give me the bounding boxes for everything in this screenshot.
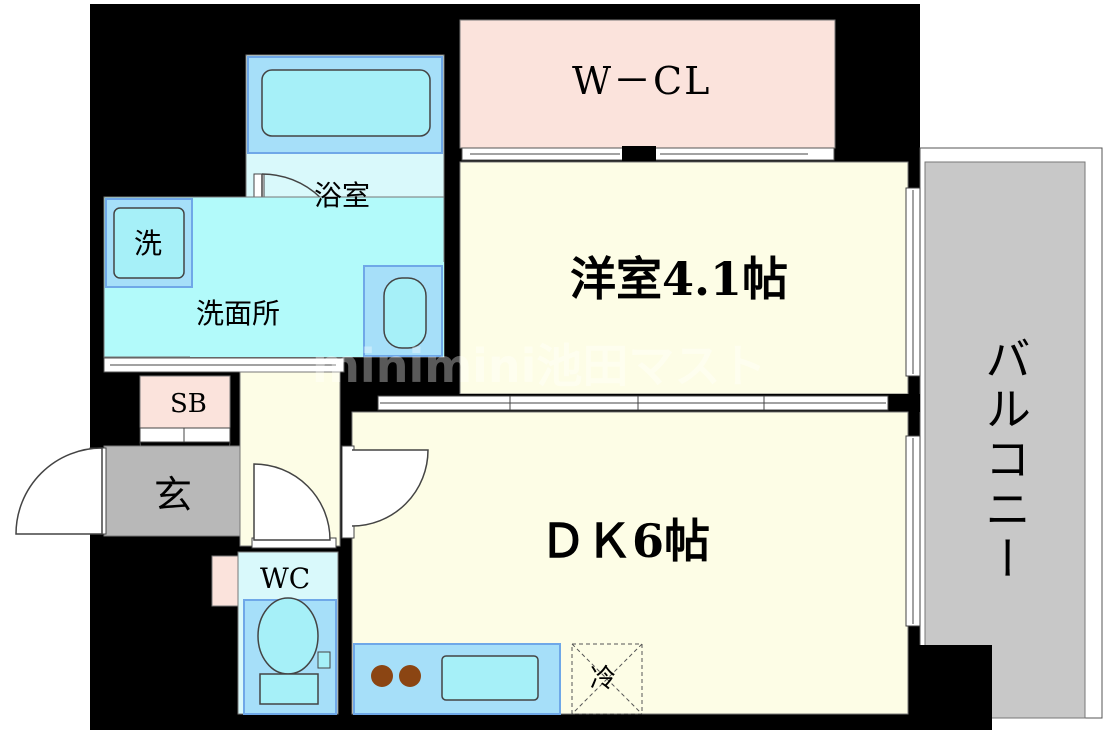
dk-door-swing: [351, 449, 429, 527]
walk-in-closet-label: W－CL: [572, 59, 712, 103]
shoe-box-label: SB: [170, 389, 207, 419]
wc-door-swing: [253, 463, 331, 541]
shoe-box-door: [139, 427, 231, 443]
balcony-area: [924, 161, 1086, 719]
fridge-space: [571, 643, 643, 715]
closet-divider: [622, 146, 656, 162]
fridge-label: 冷: [590, 664, 617, 694]
wc-label: WC: [260, 562, 311, 595]
entrance: [103, 445, 241, 537]
western-room-label: 洋室4.1帖: [570, 252, 789, 306]
entrance-label: 玄: [154, 473, 193, 517]
toilet-tank: [259, 673, 319, 705]
washing-machine: [113, 207, 185, 279]
toilet-paper: [317, 651, 331, 669]
bathtub: [261, 69, 431, 137]
balcony-label: バルコニー: [978, 335, 1032, 585]
burner-left: [371, 665, 393, 687]
shoe-box: [139, 375, 231, 429]
burner-right: [399, 665, 421, 687]
washroom-label: 洗面所: [196, 297, 281, 330]
bathroom-label: 浴室: [314, 179, 371, 212]
watermark: minimini池田マスト: [312, 339, 767, 393]
washbasin: [383, 277, 427, 349]
dk-room-label: ＤＫ6帖: [540, 514, 711, 568]
toilet-bowl: [257, 597, 319, 675]
western-room: [459, 161, 909, 395]
kitchen-sink: [441, 655, 539, 701]
entrance-door-swing: [15, 447, 103, 535]
washing-machine-label: 洗: [134, 227, 163, 260]
wc-tank-panel: [211, 555, 239, 607]
fridge-cross: [571, 643, 643, 715]
